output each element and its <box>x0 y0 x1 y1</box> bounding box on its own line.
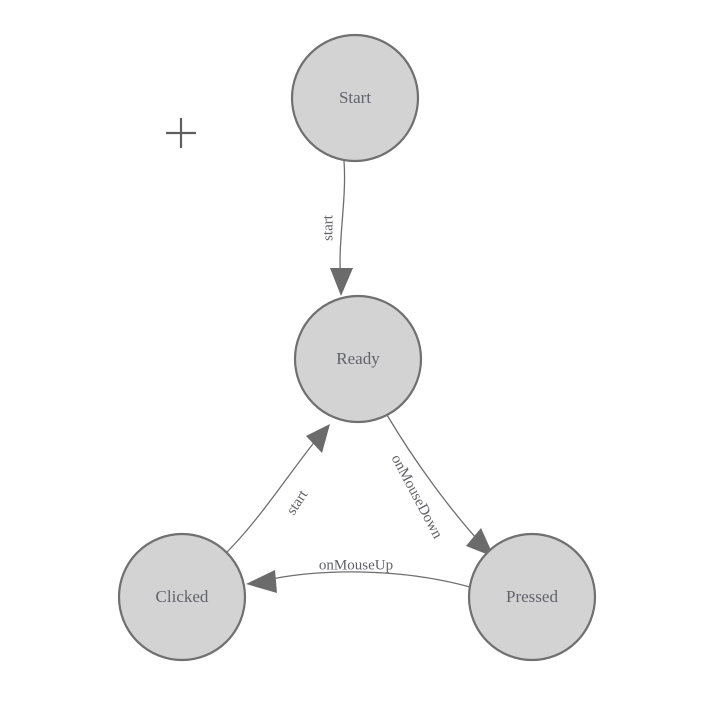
edge-label-start-to-ready: start <box>320 214 336 241</box>
node-start[interactable]: Start <box>290 33 420 163</box>
arrowhead-pressed-to-clicked <box>246 570 277 593</box>
node-circle-start[interactable] <box>290 33 420 163</box>
node-label-ready: Ready <box>336 349 380 368</box>
node-circle-pressed[interactable] <box>467 532 597 662</box>
edge-label-clicked-to-ready: start <box>284 487 312 518</box>
crosshair-icon <box>166 118 196 148</box>
arrowhead-start-to-ready <box>330 268 353 296</box>
edge-clicked-to-ready[interactable]: start <box>222 424 330 557</box>
node-pressed[interactable]: Pressed <box>467 532 597 662</box>
edge-path-start-to-ready <box>339 160 346 282</box>
edge-label-pressed-to-clicked: onMouseUp <box>319 557 393 573</box>
edge-ready-to-pressed[interactable]: onMouseDown <box>386 414 494 557</box>
edge-start-to-ready[interactable]: start <box>320 160 353 296</box>
node-circle-ready[interactable] <box>293 294 423 424</box>
arrowhead-ready-to-pressed <box>466 528 494 557</box>
arrowhead-clicked-to-ready <box>306 424 330 453</box>
edge-pressed-to-clicked[interactable]: onMouseUp <box>246 557 471 593</box>
node-circle-clicked[interactable] <box>117 532 247 662</box>
edge-path-clicked-to-ready <box>222 439 317 557</box>
edge-path-pressed-to-clicked <box>261 571 471 588</box>
node-ready[interactable]: Ready <box>293 294 423 424</box>
edge-label-ready-to-pressed: onMouseDown <box>388 452 446 542</box>
node-clicked[interactable]: Clicked <box>117 532 247 662</box>
node-label-pressed: Pressed <box>506 587 558 606</box>
node-label-start: Start <box>339 88 371 107</box>
edge-path-ready-to-pressed <box>386 414 486 549</box>
node-label-clicked: Clicked <box>156 587 209 606</box>
